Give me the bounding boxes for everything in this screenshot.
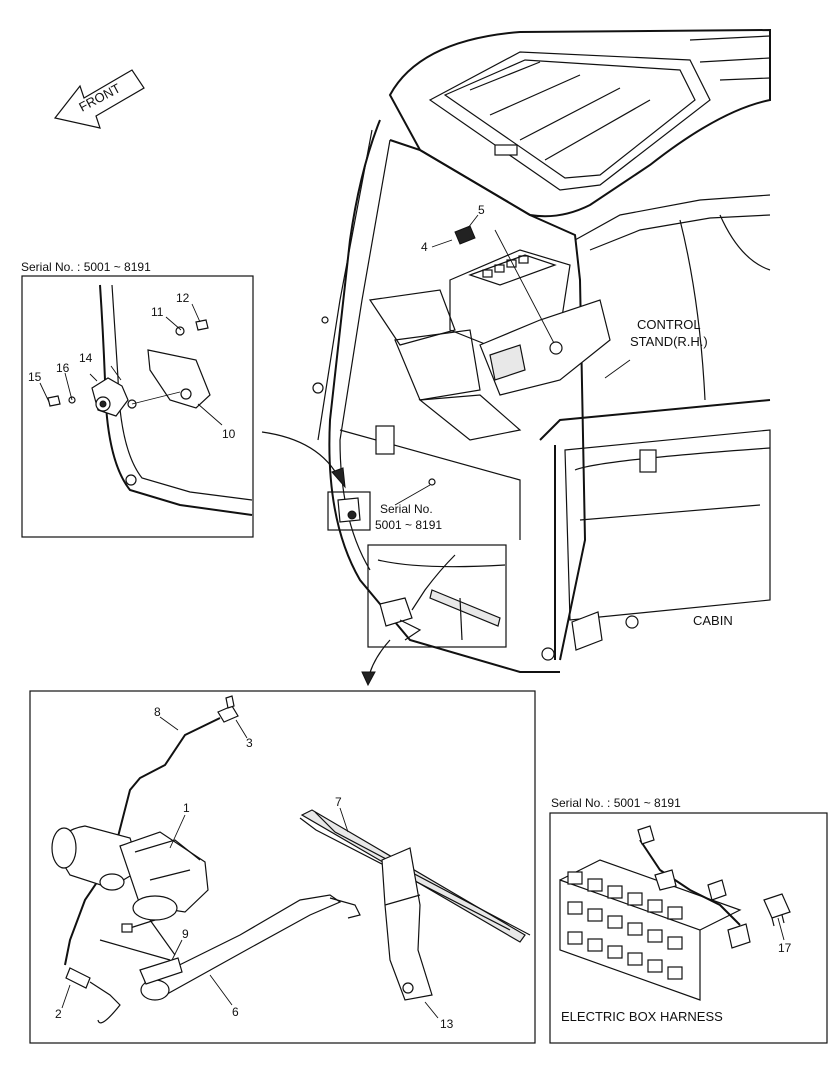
part-number-14: 14 — [79, 351, 93, 365]
center-serial-line2: 5001 ~ 8191 — [375, 518, 442, 532]
harness-inset: Serial No. : 5001 ~ 8191 — [549, 796, 828, 1044]
center-serial-callout: Serial No. 5001 ~ 8191 — [327, 491, 442, 532]
center-serial-line1: Serial No. — [380, 502, 433, 516]
part-number-6: 6 — [232, 1005, 239, 1019]
wiper-assembly-inset: 8 3 1 2 9 6 7 13 — [29, 690, 536, 1044]
part-number-10: 10 — [222, 427, 236, 441]
part-number-13: 13 — [440, 1017, 454, 1031]
control-stand-label-line1: CONTROL — [637, 317, 701, 332]
part-number-16: 16 — [56, 361, 70, 375]
part-number-7: 7 — [335, 795, 342, 809]
left-inset-bracket: Serial No. : 5001 ~ 8191 12 11 14 16 15 … — [21, 260, 254, 538]
left-inset-serial: Serial No. : 5001 ~ 8191 — [21, 260, 151, 274]
electric-box-harness-label: ELECTRIC BOX HARNESS — [561, 1009, 723, 1024]
callout-arrowhead-upper — [331, 467, 346, 489]
part-number-17: 17 — [778, 941, 792, 955]
front-label: FRONT — [76, 80, 123, 114]
part-number-12: 12 — [176, 291, 190, 305]
part-number-1: 1 — [183, 801, 190, 815]
part-number-5: 5 — [478, 203, 485, 217]
part-number-3: 3 — [246, 736, 253, 750]
part-number-9: 9 — [182, 927, 189, 941]
part-number-4: 4 — [421, 240, 428, 254]
part-number-8: 8 — [154, 705, 161, 719]
part-number-2: 2 — [55, 1007, 62, 1021]
control-stand-label-line2: STAND(R.H.) — [630, 334, 708, 349]
cabin-wiper-inset — [367, 544, 507, 648]
cabin-label: CABIN — [693, 613, 733, 628]
callout-arrow-upper — [261, 431, 341, 481]
harness-inset-serial: Serial No. : 5001 ~ 8191 — [551, 796, 681, 810]
harness-relay-blocks — [567, 871, 683, 980]
cabin-drawing — [312, 28, 771, 673]
callout-arrowhead-lower — [361, 671, 376, 687]
part-number-11: 11 — [151, 305, 164, 319]
front-arrow: FRONT — [53, 69, 145, 129]
part-number-15: 15 — [28, 370, 42, 384]
